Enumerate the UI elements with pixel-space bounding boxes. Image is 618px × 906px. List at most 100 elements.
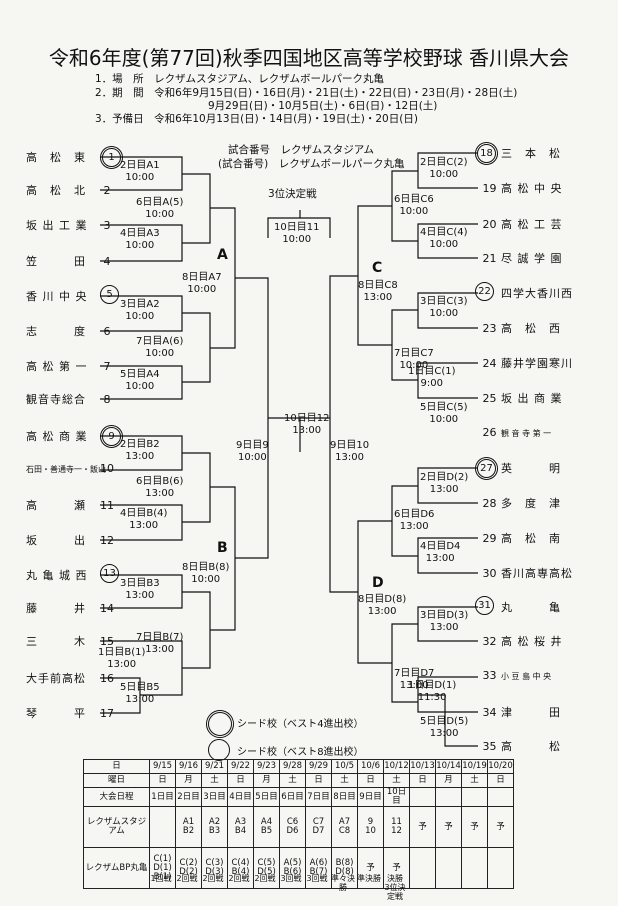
- schedule-cell: [435, 847, 462, 889]
- info-reserve: 3．予備日 令和6年10月13日(日)・14日(月)・19日(土)・20日(日): [95, 113, 418, 125]
- game-label: 6日目B(6): [136, 476, 184, 487]
- seed-best4-badge: 18: [475, 142, 498, 165]
- team-number: 21: [482, 252, 497, 265]
- schedule-row-label: レクザムBP丸亀: [83, 847, 150, 889]
- schedule-cell: 10/5: [331, 759, 358, 774]
- schedule-cell: [409, 787, 436, 807]
- schedule-cell: 9 10: [357, 806, 384, 848]
- schedule-cell: C(5) D(5): [253, 847, 280, 889]
- legend-best8-icon: [208, 739, 230, 761]
- team-name: 高 松 西: [501, 322, 561, 335]
- game-time: 10:00: [399, 206, 429, 217]
- schedule-cell: 4日目: [227, 787, 254, 807]
- game-label: 2日目A1: [120, 160, 160, 171]
- game-time: 9:00: [420, 378, 443, 389]
- game-label: 3日目C(3): [420, 296, 468, 307]
- schedule-cell: A1 B2: [175, 806, 202, 848]
- bracket-line: [182, 452, 211, 523]
- schedule-cell: [461, 847, 488, 889]
- game-label: 4日目A3: [120, 228, 160, 239]
- game-time: 13:00: [399, 521, 429, 532]
- seed-best8-badge: 31: [475, 596, 494, 615]
- game-time: 13:00: [335, 452, 364, 463]
- bracket-line: [267, 217, 331, 238]
- schedule-cell: 7日目: [305, 787, 332, 807]
- game-c1: 1日目C(1)9:00: [408, 366, 456, 390]
- schedule-cell: [149, 806, 176, 848]
- game-d2: 2日目D(2)13:00: [420, 472, 468, 496]
- game-label: 10日目11: [274, 222, 320, 233]
- schedule-cell: C7 D7: [305, 806, 332, 848]
- team-name: 高 松: [501, 740, 561, 753]
- bracket-line: [235, 277, 269, 559]
- team-name: 志 度: [26, 325, 86, 338]
- game-time: 10:00: [399, 360, 429, 371]
- game-time: 10:00: [237, 452, 267, 463]
- game-time: 10:00: [429, 308, 459, 319]
- team-number: 32: [482, 635, 497, 648]
- game-label: 5日目D(5): [420, 716, 469, 727]
- team-number: 34: [482, 706, 497, 719]
- seed-best8-badge: 22: [475, 282, 494, 301]
- schedule-cell: 月: [253, 773, 280, 788]
- round-label: 準決勝: [357, 874, 381, 883]
- schedule-cell: 予: [487, 806, 514, 848]
- game-label: 6日目D6: [394, 509, 435, 520]
- team-number: 12: [100, 534, 114, 547]
- schedule-cell: 10/19: [461, 759, 488, 774]
- legend-best4-icon: [206, 710, 234, 738]
- game-d5: 5日目D(5)13:00: [420, 716, 468, 740]
- team-number: 35: [482, 740, 497, 753]
- schedule-cell: 9/21: [201, 759, 228, 774]
- game-c4: 4日目C(4)10:00: [420, 227, 468, 251]
- team-name: 藤 井: [26, 602, 86, 615]
- info-period-cont: 9月29日(日)・10月5日(土)・6日(日)・12日(土): [208, 100, 438, 112]
- team-name: 高 松 南: [501, 532, 561, 545]
- team-number: 30: [482, 567, 497, 580]
- round-label: 2回戦: [176, 874, 198, 883]
- schedule-cell: 月: [435, 773, 462, 788]
- team-name: 高 松 第 一: [26, 360, 88, 373]
- game-label: 7日目D7: [394, 668, 435, 679]
- team-name: 高 松 北: [26, 184, 86, 197]
- game-time: 10:00: [125, 172, 155, 183]
- game-c2: 2日目C(2)10:00: [420, 157, 468, 181]
- schedule-cell: 日: [149, 773, 176, 788]
- round-label: 準々決勝: [331, 874, 355, 892]
- team-name: 観 音 寺 第 一: [501, 429, 552, 438]
- legend-best4-label: シード校（ベスト4進出校）: [237, 719, 364, 730]
- legend-best8-label: シード校（ベスト8進出校）: [237, 747, 364, 758]
- right-team-35: 35 高 松: [478, 738, 609, 754]
- round-label: 2回戦: [228, 874, 250, 883]
- game-time: 10:00: [282, 234, 312, 245]
- game-time: 13:00: [107, 659, 137, 670]
- game-label: 6日目C6: [394, 194, 434, 205]
- schedule-cell: [487, 847, 514, 889]
- game-label: 4日目B(4): [120, 508, 168, 519]
- left-team-10: 石田・善通寺一・飯山10: [26, 462, 118, 475]
- schedule-row-label: レクザムスタジアム: [83, 806, 150, 848]
- game-time: 13:00: [292, 425, 322, 436]
